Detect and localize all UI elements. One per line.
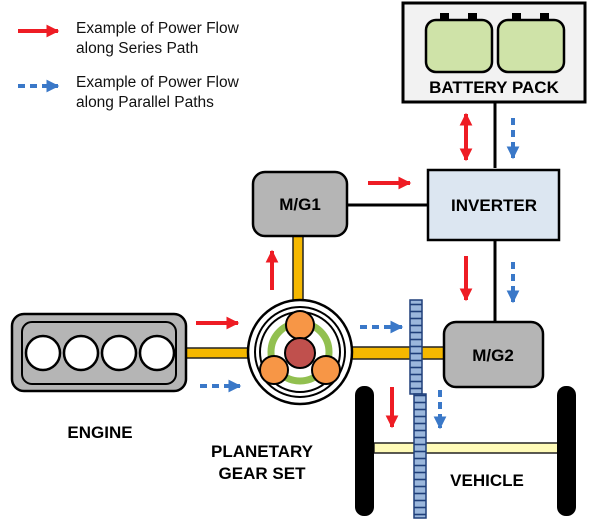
planetary-gear-set [246, 298, 354, 406]
engine-cylinder-2 [62, 334, 100, 372]
planet-gear-right [311, 355, 341, 385]
motor-generator-2: M/G2 [442, 320, 545, 389]
planet-gear-left [259, 355, 289, 385]
mg1-label: M/G1 [279, 195, 321, 214]
shaft-planetary-mg2 [346, 346, 446, 360]
vehicle-axle [373, 442, 561, 454]
vehicle-label: VEHICLE [450, 471, 524, 490]
engine-cylinder-3 [100, 334, 138, 372]
motor-generator-1: M/G1 [251, 170, 349, 238]
legend-series-line1: Example of Power Flow [76, 20, 240, 37]
legend: Example of Power Flow along Series Path … [18, 20, 240, 111]
engine [10, 312, 188, 393]
inverter-label: INVERTER [451, 196, 537, 215]
engine-cylinder-1 [24, 334, 62, 372]
gear-rack-lower [413, 393, 427, 519]
electrical-wires [347, 102, 497, 322]
parallel-flow-arrows [200, 118, 520, 430]
wheel-left [355, 386, 374, 516]
battery-cell-right [496, 13, 566, 74]
inverter: INVERTER [426, 168, 561, 242]
sun-gear [284, 337, 316, 369]
planet-gear-top [285, 310, 315, 340]
planetary-label-line1: PLANETARY [211, 442, 314, 461]
legend-parallel-line2: along Parallel Paths [76, 94, 214, 111]
wheel-right [557, 386, 576, 516]
series-flow-arrows [196, 112, 473, 429]
gear-racks [409, 299, 427, 519]
shaft-engine-planetary [185, 347, 255, 359]
legend-series-line2: along Series Path [76, 40, 198, 57]
mg2-label: M/G2 [472, 346, 514, 365]
battery-cell-left [424, 13, 494, 74]
vehicle [355, 386, 576, 516]
planetary-label-line2: GEAR SET [219, 464, 307, 483]
engine-label: ENGINE [67, 423, 132, 442]
battery-pack: BATTERY PACK [401, 1, 587, 104]
shaft-mg1-planetary [292, 234, 304, 308]
gear-rack-upper [409, 299, 423, 395]
engine-cylinder-4 [138, 334, 176, 372]
legend-parallel-line1: Example of Power Flow [76, 74, 240, 91]
battery-pack-label: BATTERY PACK [429, 78, 559, 97]
